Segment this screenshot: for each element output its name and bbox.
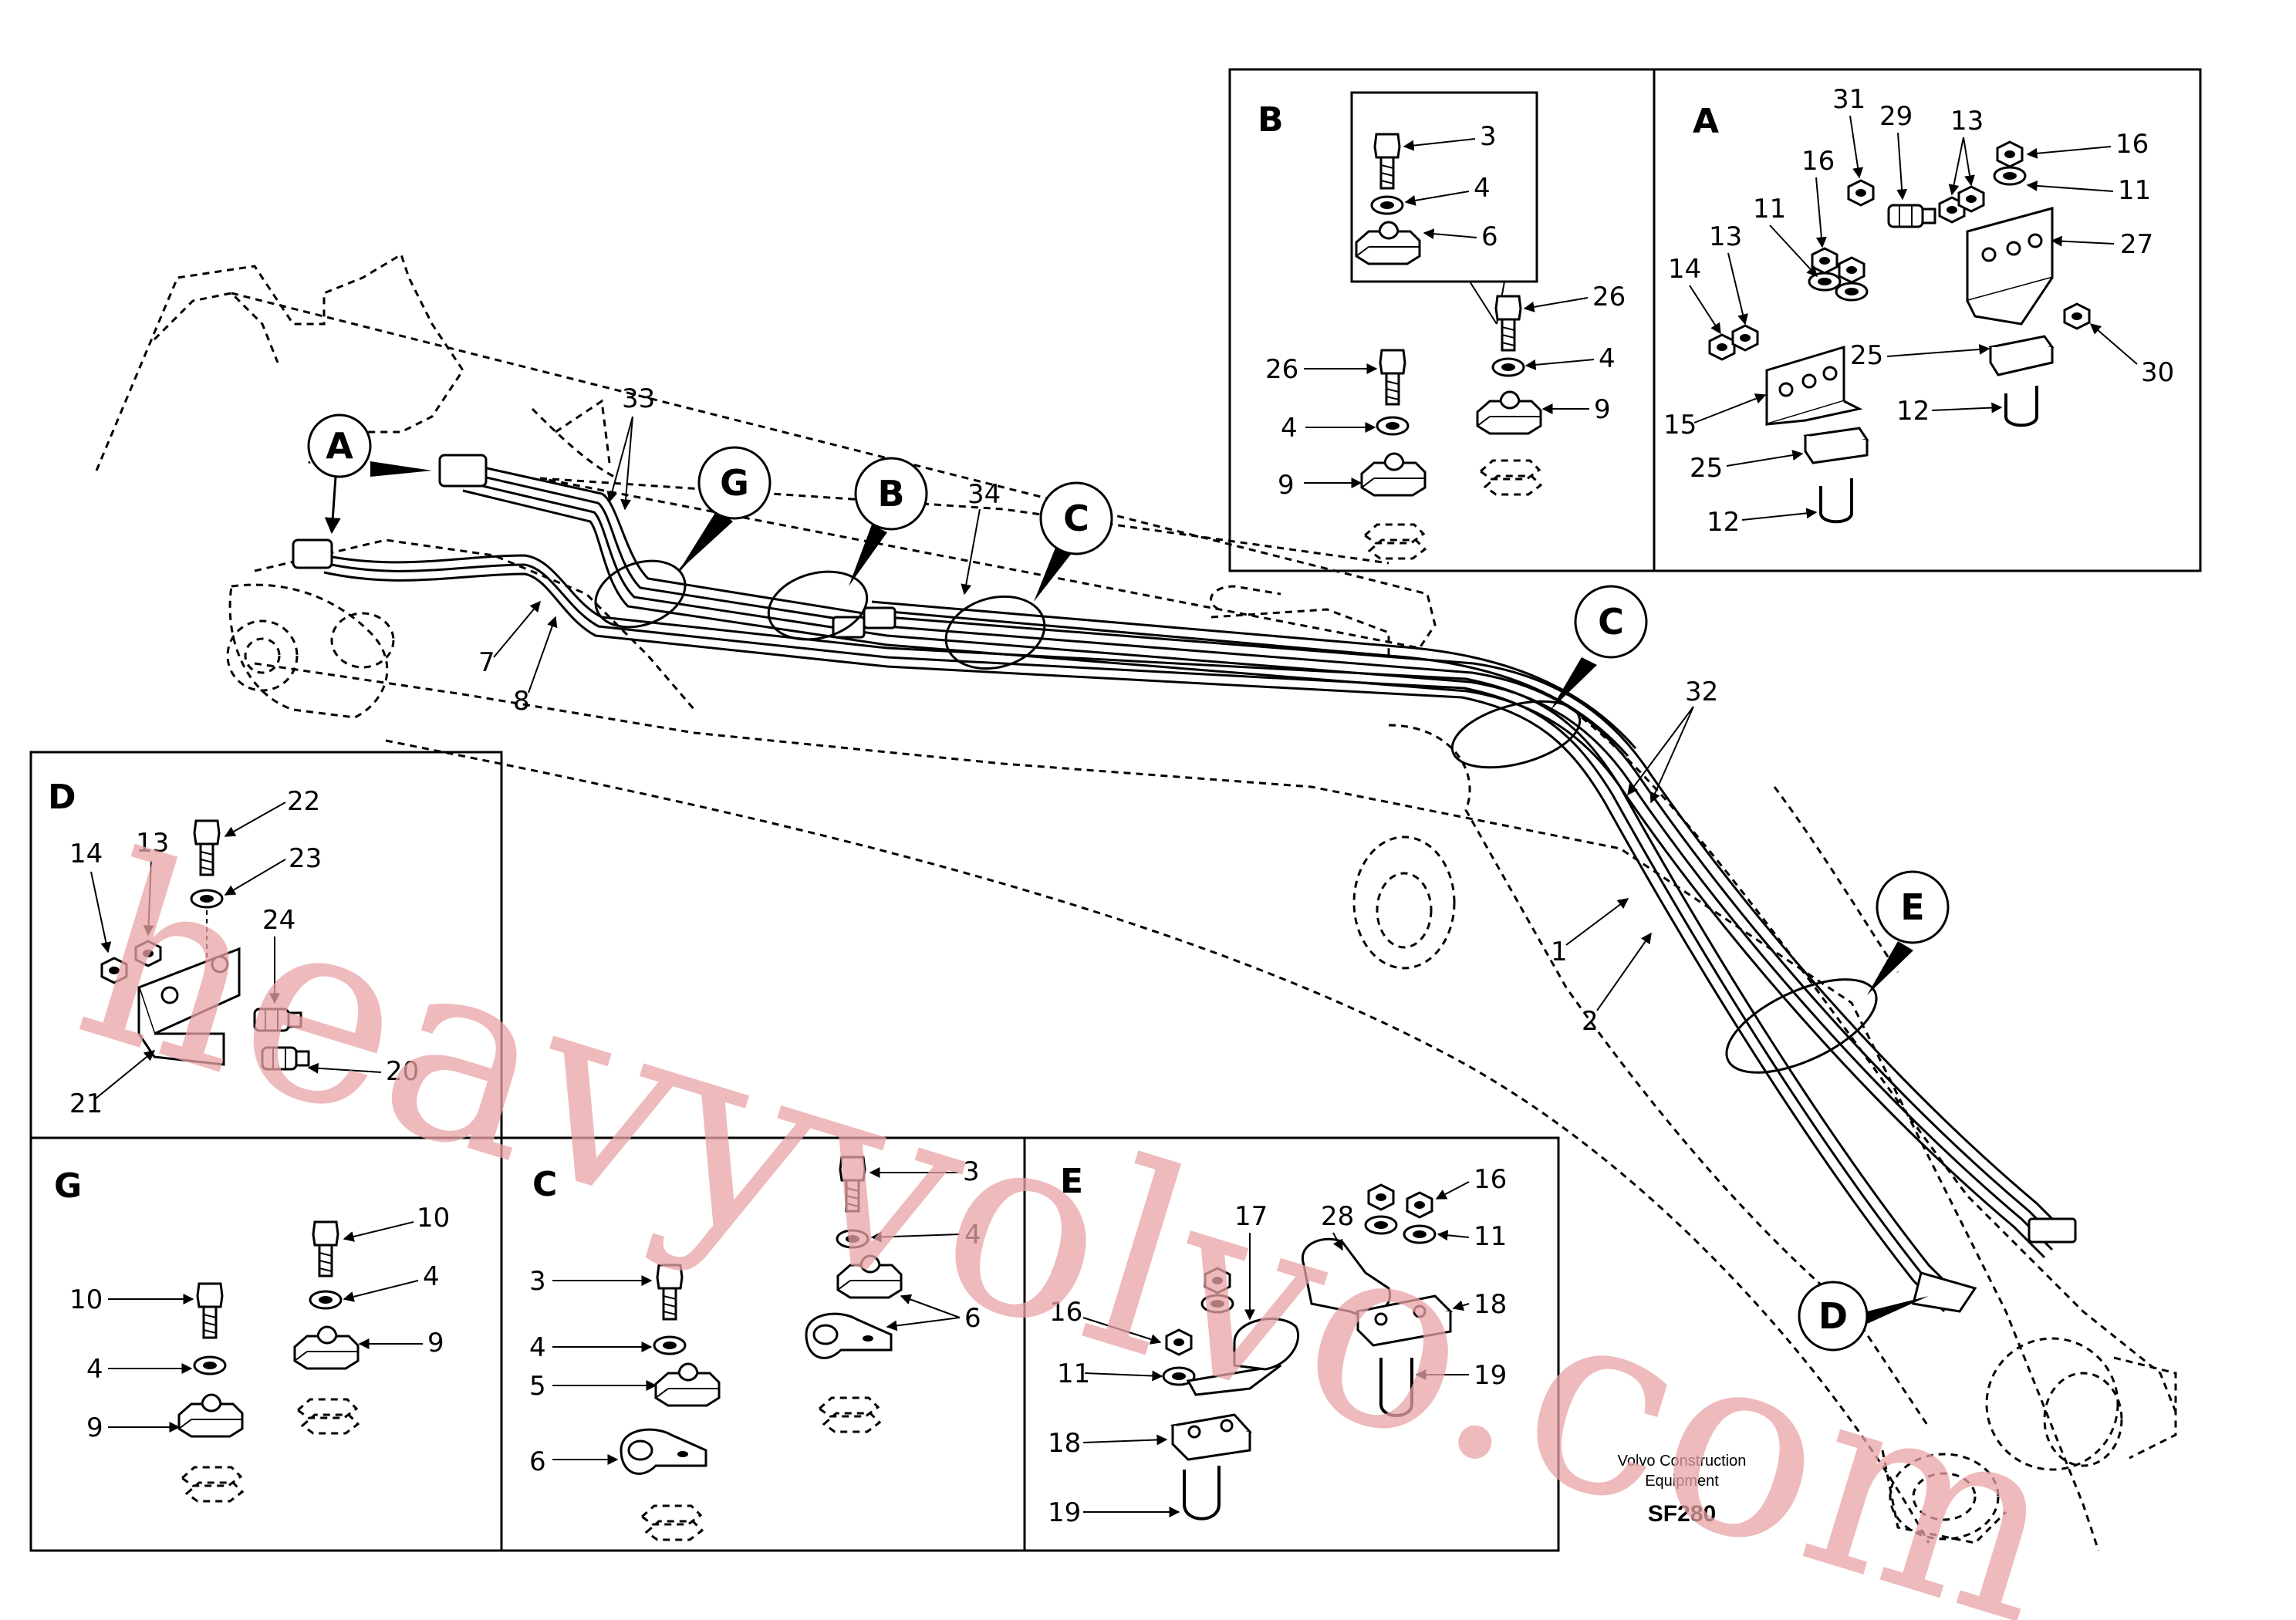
callout-D: D <box>1818 1295 1848 1337</box>
panel-A-label-25-left: 25 <box>1690 453 1723 484</box>
caption-maker: Volvo Construction <box>1618 1453 1747 1470</box>
panel-D-title: D <box>48 778 76 817</box>
detail-ovals <box>594 559 1878 1074</box>
panel-E-label-16-right: 16 <box>1474 1164 1507 1195</box>
panel-E-label-28: 28 <box>1321 1201 1354 1232</box>
label-7: 7 <box>478 647 495 678</box>
label-1: 1 <box>1551 937 1568 967</box>
label-2: 2 <box>1582 1006 1599 1037</box>
panel-A-label-29: 29 <box>1879 101 1913 132</box>
detail-panel-B: B 3 4 6 26 4 9 26 4 9 <box>1228 68 1656 572</box>
panel-C-label-4-right: 4 <box>964 1220 981 1250</box>
panel-D-label-21: 21 <box>69 1088 103 1119</box>
panel-B-label-4-left: 4 <box>1281 413 1298 444</box>
panel-D-label-22: 22 <box>287 786 320 817</box>
panel-B-label-9-left: 9 <box>1278 470 1295 501</box>
label-8: 8 <box>513 686 530 717</box>
callout-C-upper: C <box>1063 498 1089 539</box>
panel-A-label-15: 15 <box>1663 410 1697 440</box>
panel-A-label-11-left: 11 <box>1753 194 1786 224</box>
panel-C-title: C <box>532 1165 557 1204</box>
drawing-code: SF280 <box>1648 1501 1716 1527</box>
label-32: 32 <box>1685 677 1718 707</box>
caption-maker-line2: Equipment <box>1645 1473 1719 1490</box>
panel-B-label-26-right: 26 <box>1592 282 1626 312</box>
callout-A: A <box>326 425 353 467</box>
callout-E: E <box>1900 886 1924 928</box>
panel-E-title: E <box>1060 1162 1083 1201</box>
detail-panel-A: A 31 29 13 16 <box>1653 68 2202 572</box>
panel-B-title: B <box>1258 100 1284 140</box>
panel-B-label-26-left: 26 <box>1265 354 1298 385</box>
panel-A-label-14: 14 <box>1668 254 1701 285</box>
panel-E-label-17: 17 <box>1234 1201 1268 1232</box>
panel-A-label-13-left: 13 <box>1709 221 1742 252</box>
panel-G-title: G <box>54 1166 82 1206</box>
panel-A-label-25-right: 25 <box>1850 340 1883 371</box>
panel-D-label-23: 23 <box>289 843 322 874</box>
panel-C-label-6-right: 6 <box>964 1303 981 1334</box>
panel-A-label-12-left: 12 <box>1707 507 1740 538</box>
panel-C-label-3-left: 3 <box>529 1266 546 1297</box>
panel-G-label-4-left: 4 <box>86 1354 103 1385</box>
panel-B-label-4-top: 4 <box>1474 173 1491 204</box>
panel-A-label-16-left: 16 <box>1801 146 1835 177</box>
panel-C-label-6-left: 6 <box>529 1446 546 1477</box>
panel-A-label-11-top: 11 <box>2118 175 2151 206</box>
panel-G-label-10-left: 10 <box>69 1284 103 1315</box>
detail-panel-C: C 3 4 5 6 3 4 6 <box>500 1136 1026 1552</box>
panel-C-label-4-left: 4 <box>529 1332 546 1363</box>
label-33: 33 <box>622 383 655 414</box>
panel-B-label-6: 6 <box>1481 221 1498 252</box>
panel-B-label-4-right: 4 <box>1599 343 1616 374</box>
panel-A-label-12-right: 12 <box>1896 396 1930 427</box>
panel-A-label-27: 27 <box>2120 229 2153 260</box>
callout-G: G <box>720 462 749 504</box>
panel-A-label-16-top: 16 <box>2115 129 2149 160</box>
main-part-labels: 33 34 32 7 8 1 2 <box>478 383 1718 1037</box>
panel-D-label-14: 14 <box>69 839 103 869</box>
panel-G-label-10-right: 10 <box>417 1203 450 1234</box>
panel-E-label-19-left: 19 <box>1048 1497 1081 1528</box>
panel-B-label-3: 3 <box>1480 121 1497 152</box>
panel-B-label-9-right: 9 <box>1594 394 1611 425</box>
callout-B: B <box>877 473 904 515</box>
boom-outline <box>95 252 2177 1551</box>
detail-panel-E: E 28 17 16 11 18 19 16 11 <box>1023 1136 1560 1552</box>
panel-A-label-31: 31 <box>1832 84 1866 115</box>
drawing-caption: Volvo Construction Equipment SF280 <box>1618 1453 1747 1527</box>
panel-A-label-13-top: 13 <box>1950 106 1984 137</box>
panel-D-label-13: 13 <box>136 828 169 859</box>
panel-D-label-20: 20 <box>386 1056 419 1087</box>
panel-E-label-19-right: 19 <box>1474 1360 1507 1391</box>
panel-E-label-18-right: 18 <box>1474 1289 1507 1320</box>
panel-E-label-18-left: 18 <box>1048 1428 1081 1459</box>
panel-E-label-16-left: 16 <box>1049 1297 1082 1328</box>
detail-panel-G: G 10 4 9 10 4 9 <box>29 1136 503 1552</box>
callout-C-lower: C <box>1598 601 1624 643</box>
panel-A-label-30: 30 <box>2141 357 2174 388</box>
detail-panel-D: D 22 14 13 23 24 21 20 <box>29 751 503 1139</box>
panel-D-label-24: 24 <box>262 905 295 936</box>
panel-E-label-11-right: 11 <box>1474 1221 1507 1252</box>
panel-A-title: A <box>1693 102 1719 141</box>
panel-G-label-9-right: 9 <box>427 1328 444 1358</box>
panel-G-label-9-left: 9 <box>86 1412 103 1443</box>
callout-bubbles: A G B C C E D <box>307 413 1950 1352</box>
panel-G-label-4-right: 4 <box>423 1261 440 1292</box>
panel-C-label-3-right: 3 <box>963 1156 980 1187</box>
panel-C-label-5: 5 <box>529 1371 546 1402</box>
label-34: 34 <box>967 479 1001 510</box>
